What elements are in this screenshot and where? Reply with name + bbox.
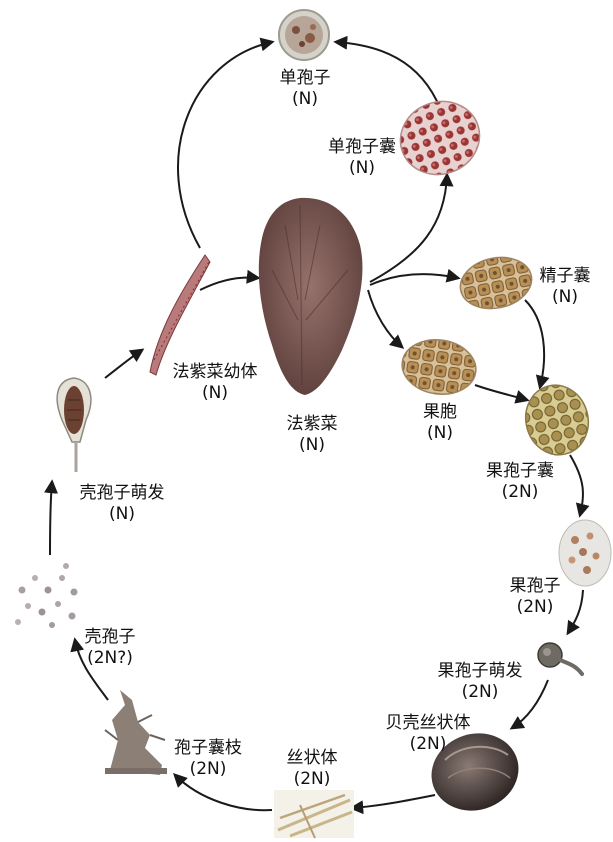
- arrow-filaments-to-branch: [175, 775, 272, 810]
- carpospore-ploidy: (2N): [510, 597, 561, 618]
- carpogonium-ploidy: (N): [423, 423, 457, 444]
- arrow-carpospore-to-germination: [568, 590, 583, 633]
- juvenile-ploidy: (N): [173, 383, 258, 404]
- germinating-spore-icon: [538, 643, 582, 674]
- spermatangium-name: 精子囊: [540, 266, 591, 287]
- carposporangium-ploidy: (2N): [486, 482, 554, 503]
- carposporangium-name: 果孢子囊: [486, 461, 554, 482]
- label-shell-conchocelis: 贝壳丝状体 (2N): [386, 713, 471, 755]
- conchocelis-ploidy: (2N): [287, 769, 338, 790]
- conchospore-germination-name: 壳孢子萌发: [80, 483, 165, 504]
- label-carpogonium: 果胞 (N): [423, 402, 457, 444]
- label-conchospore: 壳孢子 (2N?): [85, 627, 136, 669]
- label-monosporangium: 单孢子囊 (N): [328, 137, 396, 179]
- spermatangium-cells-icon: [456, 251, 537, 315]
- carpospore-germination-name: 果孢子萌发: [438, 661, 523, 682]
- monosporangium-ploidy: (N): [328, 158, 396, 179]
- carpogonium-cells-icon: [399, 335, 480, 399]
- arrow-juvenile-to-adult: [200, 278, 258, 291]
- arrow-carpogonium-to-carposporangium: [475, 385, 527, 400]
- juvenile-name: 法紫菜幼体: [173, 362, 258, 383]
- arrow-carposporangium-to-carpospore: [570, 455, 583, 515]
- label-juvenile: 法紫菜幼体 (N): [173, 362, 258, 404]
- adult-ploidy: (N): [287, 435, 338, 456]
- adult-name: 法紫菜: [287, 414, 338, 435]
- carpospore-name: 果孢子: [510, 576, 561, 597]
- branch-icon: [105, 690, 167, 775]
- label-conchosporangial-branch: 孢子囊枝 (2N): [174, 738, 242, 780]
- conchocelis-name: 丝状体: [287, 748, 338, 769]
- arrow-juvenile-to-monospore: [178, 42, 272, 248]
- label-spermatangium: 精子囊 (N): [540, 266, 591, 308]
- arrow-shell-to-filaments: [352, 795, 435, 808]
- carpogonium-name: 果胞: [423, 402, 457, 423]
- label-carpospore-germination: 果孢子萌发 (2N): [438, 661, 523, 703]
- arrow-thallus-to-spermatangium: [370, 274, 458, 285]
- juvenile-thallus-icon: [150, 255, 210, 375]
- conchospore-name: 壳孢子: [85, 627, 136, 648]
- label-conchocelis: 丝状体 (2N): [287, 748, 338, 790]
- conchospore-germination-ploidy: (N): [80, 504, 165, 525]
- arrow-conchospore-to-germination: [50, 482, 52, 555]
- carpospore-germination-ploidy: (2N): [438, 682, 523, 703]
- shell-conchocelis-ploidy: (2N): [386, 734, 471, 755]
- label-carpospore: 果孢子 (2N): [510, 576, 561, 618]
- thallus-icon: [259, 198, 363, 395]
- shell-conchocelis-name: 贝壳丝状体: [386, 713, 471, 734]
- conchospores-icon: [15, 563, 78, 628]
- arrow-thallus-to-monosporangium: [370, 175, 447, 282]
- arrow-germination-to-juvenile: [105, 350, 142, 378]
- monospore-cell-icon: [279, 10, 329, 60]
- conchospore-ploidy: (2N?): [85, 648, 136, 669]
- label-monospore: 单孢子 (N): [280, 68, 331, 110]
- carposporangium-cells-icon: [518, 378, 596, 462]
- spermatangium-ploidy: (N): [540, 287, 591, 308]
- carpospore-cells-icon: [559, 520, 611, 586]
- monosporangium-cells-icon: [390, 90, 490, 185]
- conchosporangial-branch-name: 孢子囊枝: [174, 738, 242, 759]
- label-carposporangium: 果孢子囊 (2N): [486, 461, 554, 503]
- filaments-icon: [274, 790, 354, 838]
- conchosporangial-branch-ploidy: (2N): [174, 759, 242, 780]
- label-conchospore-germination: 壳孢子萌发 (N): [80, 483, 165, 525]
- germling-icon: [57, 378, 91, 472]
- label-adult: 法紫菜 (N): [287, 414, 338, 456]
- monosporangium-name: 单孢子囊: [328, 137, 396, 158]
- arrow-monosporangium-to-monospore: [336, 42, 440, 108]
- arrow-thallus-to-carpogonium: [368, 290, 402, 347]
- arrow-spermatangium-to-carposporangium: [525, 300, 544, 387]
- monospore-ploidy: (N): [280, 89, 331, 110]
- monospore-name: 单孢子: [280, 68, 331, 89]
